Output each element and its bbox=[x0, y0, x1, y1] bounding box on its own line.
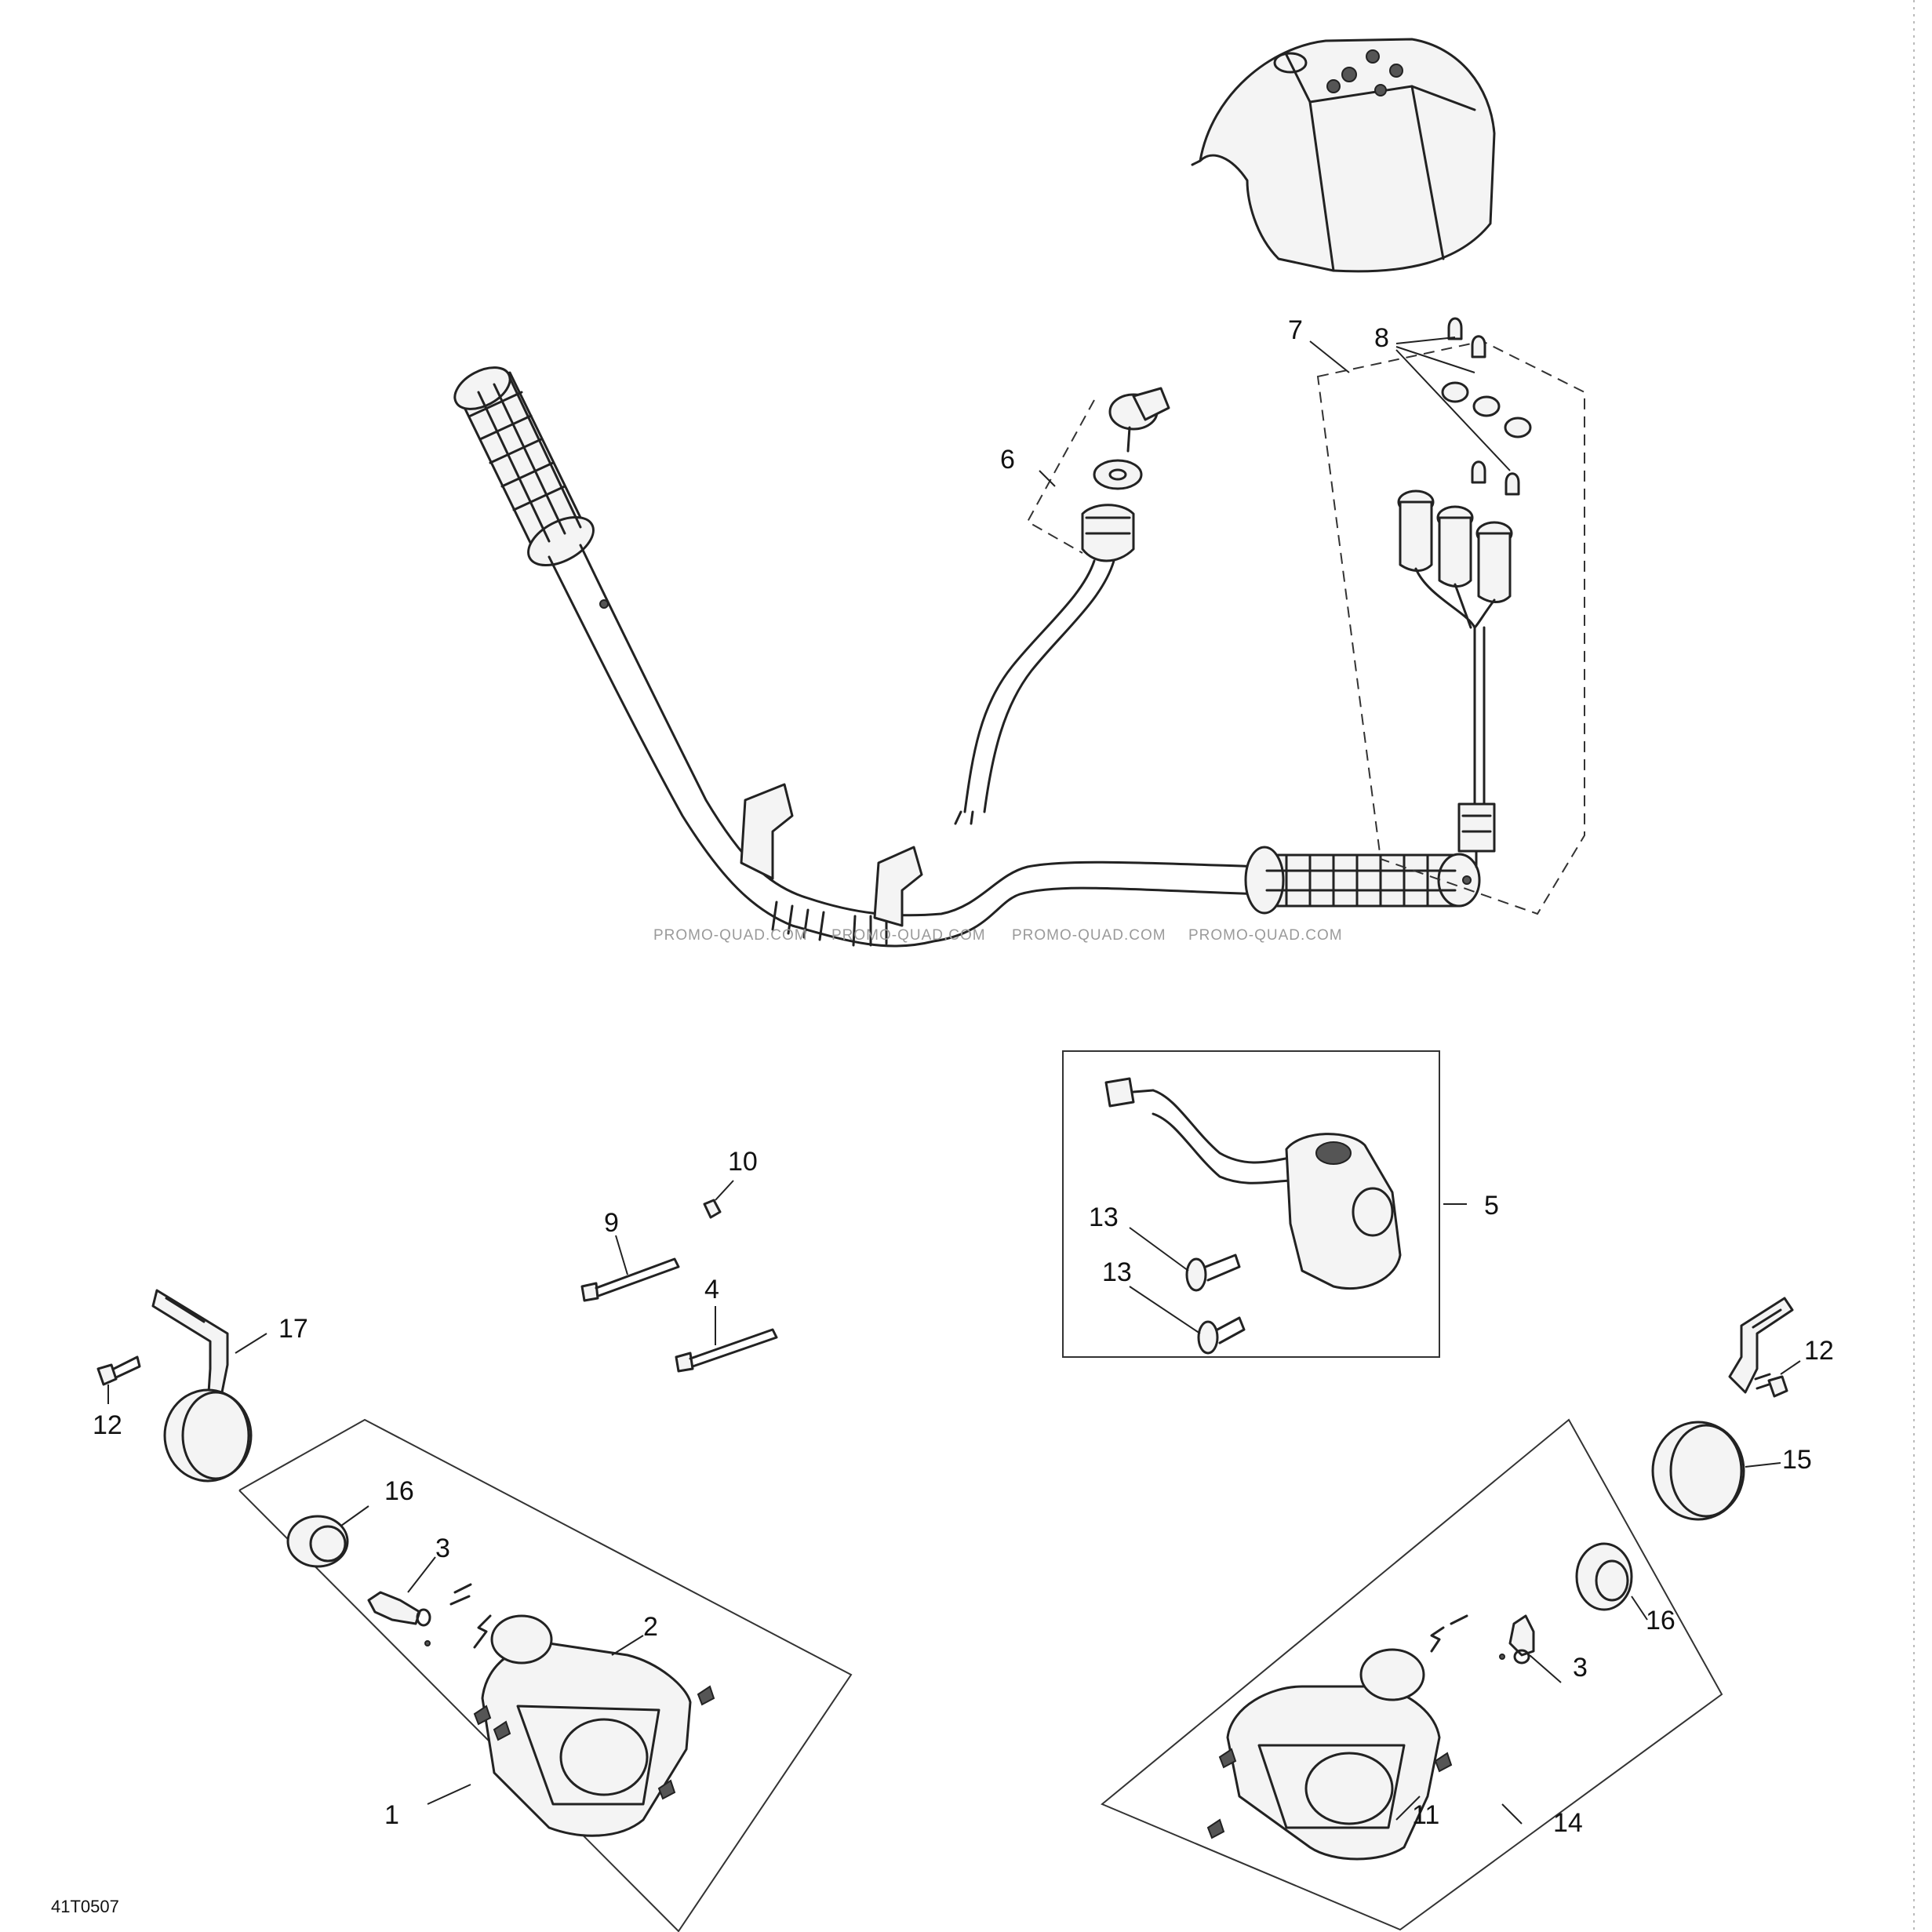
callout-2: 2 bbox=[643, 1612, 658, 1642]
watermark-text-4: PROMO-QUAD.COM bbox=[1188, 927, 1343, 944]
callout-4: 4 bbox=[704, 1275, 719, 1304]
watermark-text-3: PROMO-QUAD.COM bbox=[1012, 927, 1166, 944]
callout-7: 7 bbox=[1288, 315, 1303, 345]
callout-10: 10 bbox=[728, 1147, 758, 1177]
callout-12-left: 12 bbox=[93, 1410, 122, 1440]
watermark-text-2: PROMO-QUAD.COM bbox=[831, 927, 986, 944]
accessory-switch-group bbox=[1316, 317, 1585, 915]
left-light-bracket bbox=[96, 1289, 267, 1483]
callout-15: 15 bbox=[1782, 1445, 1812, 1475]
left-headlight-group bbox=[238, 1418, 853, 1932]
callout-12-right: 12 bbox=[1804, 1336, 1834, 1366]
ignition-switch bbox=[954, 387, 1170, 825]
callout-13-lower: 13 bbox=[1102, 1257, 1132, 1287]
watermark-row: PROMO-QUAD.COM PROMO-QUAD.COM PROMO-QUAD… bbox=[653, 927, 1343, 944]
cable-ties bbox=[580, 1180, 778, 1373]
switch-housing-box bbox=[1062, 1050, 1467, 1358]
headlight-cover bbox=[1191, 38, 1496, 273]
left-grip bbox=[453, 366, 595, 567]
callout-labels: 1 2 3 3 4 5 6 7 8 9 10 11 12 12 13 13 14… bbox=[93, 315, 1834, 1838]
callout-17: 17 bbox=[278, 1314, 308, 1344]
handlebar bbox=[453, 366, 1481, 948]
callout-11: 11 bbox=[1412, 1800, 1439, 1830]
right-grip bbox=[1244, 846, 1481, 915]
callout-3-right: 3 bbox=[1573, 1653, 1588, 1683]
leader-7 bbox=[1309, 340, 1350, 373]
figure-id: 41T0507 bbox=[51, 1897, 119, 1916]
callout-14: 14 bbox=[1553, 1808, 1583, 1838]
callout-13-upper: 13 bbox=[1089, 1202, 1119, 1232]
callout-9: 9 bbox=[604, 1208, 619, 1238]
callout-5: 5 bbox=[1484, 1191, 1499, 1221]
callout-1: 1 bbox=[384, 1800, 399, 1830]
watermark-text-1: PROMO-QUAD.COM bbox=[653, 927, 808, 944]
callout-8: 8 bbox=[1374, 323, 1389, 353]
leader-6 bbox=[1039, 470, 1056, 487]
right-headlight-group bbox=[1101, 1418, 1723, 1931]
callout-6: 6 bbox=[1000, 445, 1015, 475]
callout-3-left: 3 bbox=[435, 1534, 450, 1563]
callout-16-left: 16 bbox=[384, 1476, 414, 1506]
right-light-bracket bbox=[1651, 1297, 1801, 1521]
callout-16-right: 16 bbox=[1646, 1606, 1675, 1635]
